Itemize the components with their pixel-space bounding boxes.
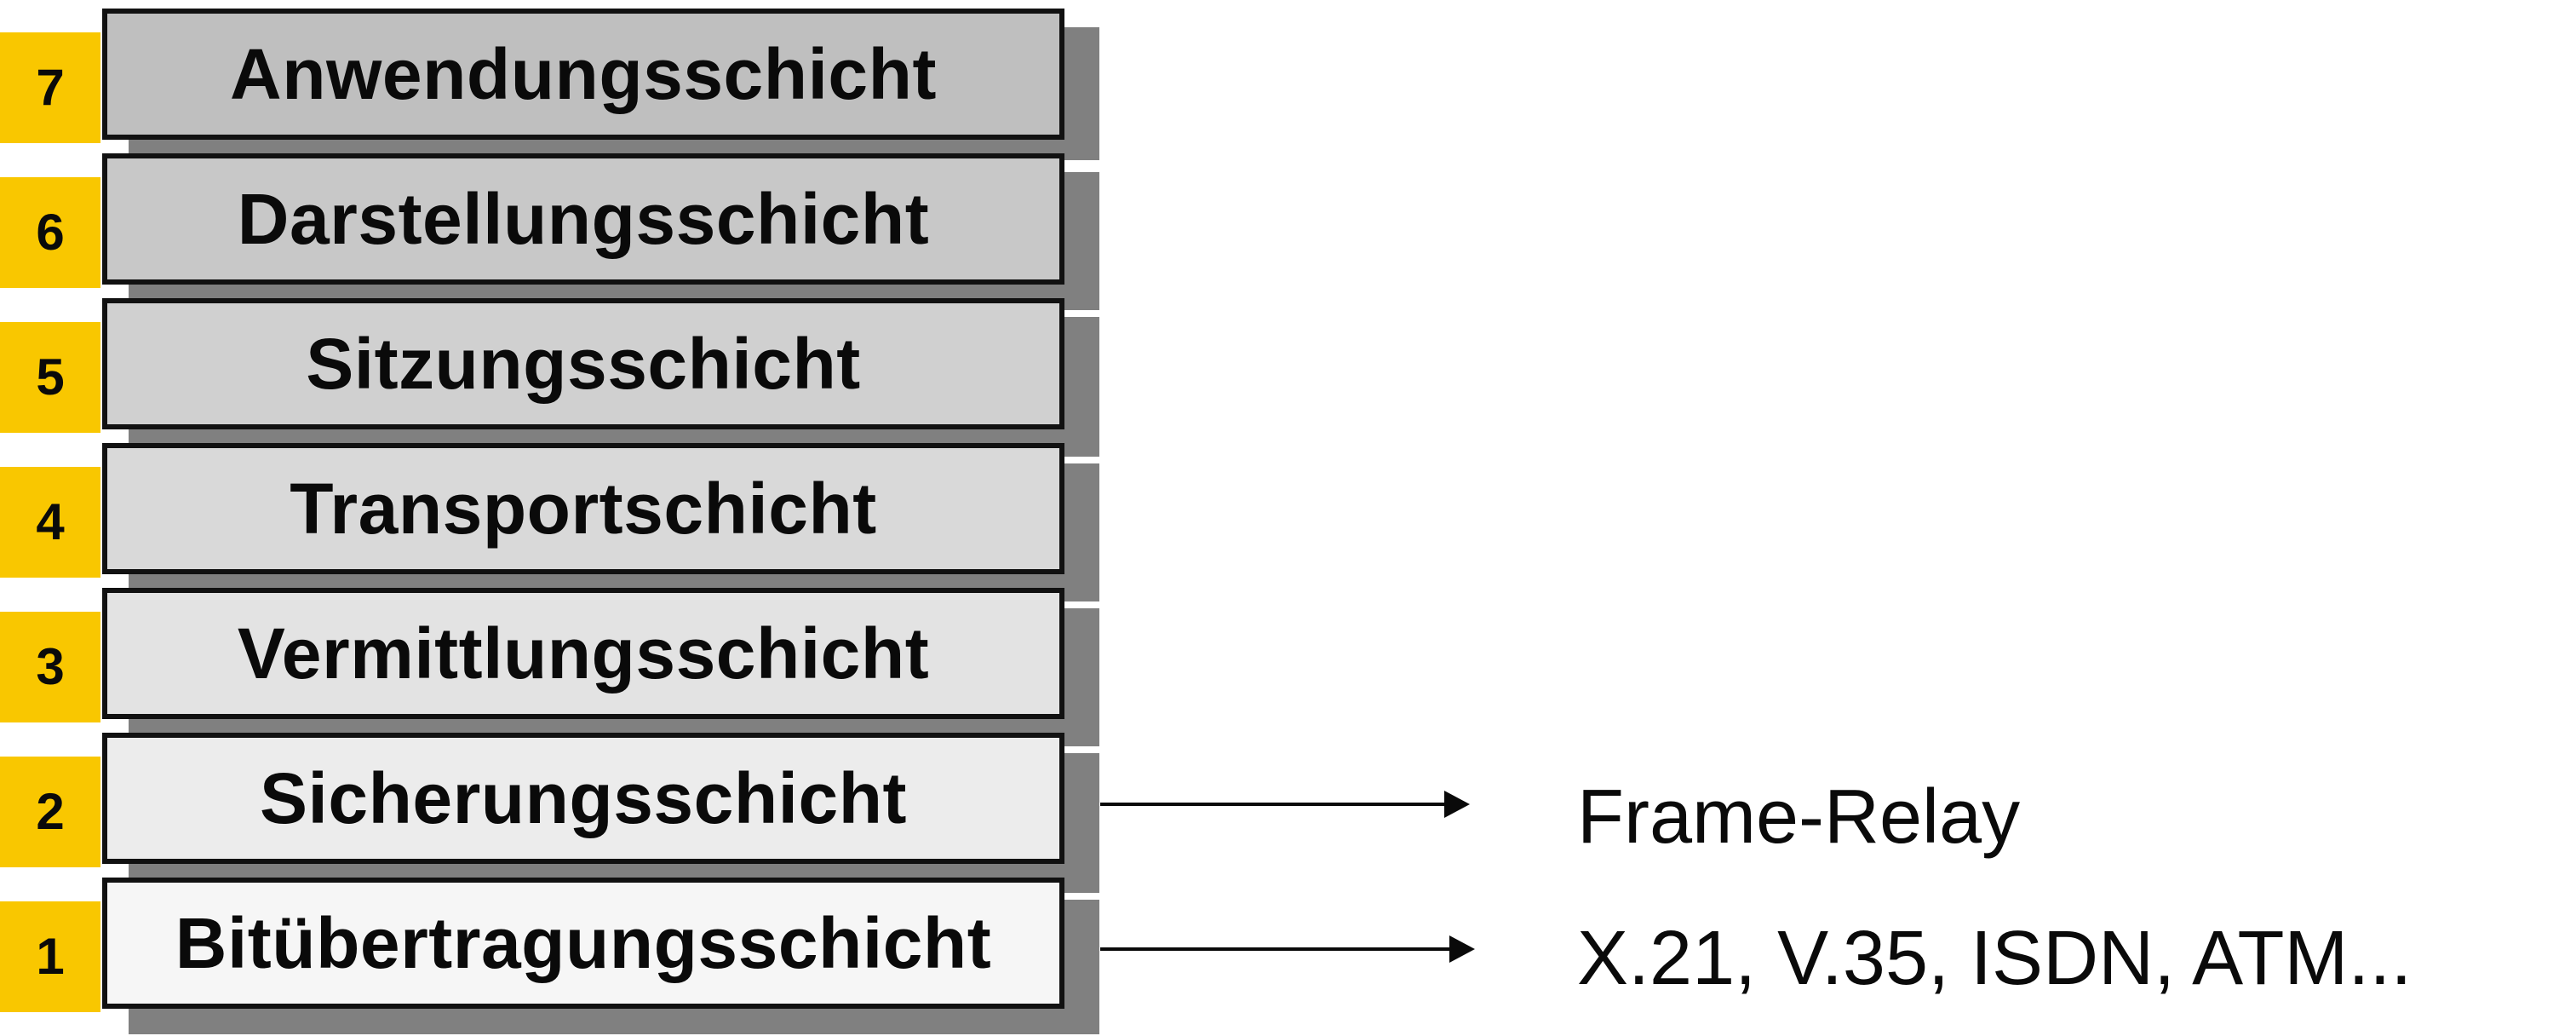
layer-box-transport: Transportschicht [102, 443, 1064, 574]
layer-number: 7 [36, 59, 65, 116]
arrowhead-icon [1444, 791, 1470, 818]
layer-box-data-link: Sicherungsschicht [102, 733, 1064, 864]
layer-box-presentation: Darstellungsschicht [102, 153, 1064, 285]
layer-number: 6 [36, 204, 65, 261]
layer2-examples: Frame-Relay [1577, 774, 2021, 860]
layer-name: Transportschicht [290, 469, 877, 549]
layer-box-network: Vermittlungsschicht [102, 588, 1064, 719]
layer-name: Sicherungsschicht [259, 758, 908, 838]
layer-box-physical: Bitübertragungsschicht [102, 878, 1064, 1009]
layer-box-application: Anwendungsschicht [102, 9, 1064, 140]
layer-number-tab: 2 [0, 757, 100, 867]
layer-number-tab: 5 [0, 322, 100, 433]
layer-box-session: Sitzungsschicht [102, 298, 1064, 429]
layer1-examples: X.21, V.35, ISDN, ATM... [1577, 916, 2412, 1001]
layer-number: 3 [36, 638, 65, 695]
arrowhead-icon [1449, 935, 1475, 963]
layer-number-tab: 4 [0, 467, 100, 578]
layer-number: 2 [36, 783, 65, 840]
layer-name: Sitzungsschicht [306, 324, 861, 404]
layer-number: 1 [36, 928, 65, 985]
layer-number-tab: 6 [0, 177, 100, 288]
layer-number-tab: 3 [0, 612, 100, 722]
layer-name: Anwendungsschicht [230, 34, 937, 114]
layer-name: Bitübertragungsschicht [175, 903, 992, 983]
layer-name: Darstellungsschicht [237, 179, 930, 259]
layer-number: 4 [36, 493, 65, 550]
layer-number: 5 [36, 348, 65, 406]
layer-number-tab: 1 [0, 901, 100, 1012]
layer-number-tab: 7 [0, 32, 100, 143]
layer-name: Vermittlungsschicht [237, 613, 930, 694]
